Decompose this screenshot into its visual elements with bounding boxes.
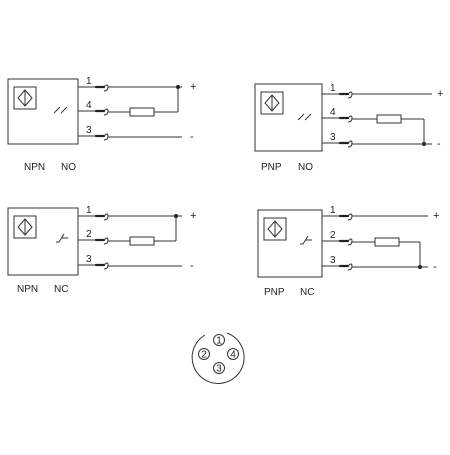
negative-terminal-label: - <box>190 131 194 143</box>
negative-terminal-label: - <box>433 261 437 273</box>
positive-terminal-label: + <box>437 88 443 100</box>
switch-no-icon <box>297 113 312 121</box>
output-type-caption: PNP <box>264 287 285 298</box>
sensor-body <box>7 207 79 276</box>
switch-nc-icon <box>300 235 312 245</box>
diagram-npn-no: 1 4 3 + - NPN NO <box>7 76 196 173</box>
pin-label: 3 <box>330 255 336 266</box>
output-type-caption: NPN <box>24 162 45 173</box>
pin-label: 1 <box>86 205 92 216</box>
pin-label: 4 <box>86 100 92 111</box>
negative-terminal-label: - <box>190 260 194 272</box>
switch-no-icon <box>53 106 68 114</box>
switch-mode-caption: NO <box>61 162 76 173</box>
sensor-symbol-icon <box>13 215 37 239</box>
load-resistor <box>374 237 400 247</box>
negative-terminal-label: - <box>437 138 441 150</box>
connector-pin-label: 1 <box>216 336 222 347</box>
sensor-symbol-icon <box>260 91 284 115</box>
pin-label: 2 <box>86 229 92 240</box>
pin-label: 3 <box>330 132 336 143</box>
load-resistor <box>129 236 155 246</box>
pin-label: 1 <box>330 205 336 216</box>
switch-nc-icon <box>56 233 68 243</box>
pin-label: 4 <box>330 107 336 118</box>
connector-pin-label: 2 <box>201 350 207 361</box>
load-resistor <box>376 114 402 124</box>
output-type-caption: PNP <box>261 162 282 173</box>
pin-label: 1 <box>330 83 336 94</box>
sensor-body <box>7 78 79 145</box>
switch-mode-caption: NC <box>54 284 68 295</box>
switch-mode-caption: NC <box>300 287 314 298</box>
connector-pinout: 1 2 4 3 <box>191 332 245 384</box>
sensor-symbol-icon <box>263 217 287 241</box>
sensor-symbol-icon <box>13 86 37 110</box>
switch-mode-caption: NO <box>298 162 313 173</box>
sensor-body <box>254 83 323 152</box>
pin-label: 2 <box>330 230 336 241</box>
connector-pin-label: 3 <box>216 364 222 375</box>
positive-terminal-label: + <box>433 210 439 222</box>
sensor-body <box>257 209 323 278</box>
diagram-pnp-no: 1 4 3 + - PNP NO <box>254 83 443 173</box>
load-resistor <box>129 107 155 117</box>
pin-label: 1 <box>86 76 92 87</box>
pin-label: 3 <box>86 125 92 136</box>
connector-pin-label: 4 <box>230 350 236 361</box>
diagram-npn-nc: 1 2 3 + - NPN NC <box>7 205 196 295</box>
output-type-caption: NPN <box>17 284 38 295</box>
positive-terminal-label: + <box>190 210 196 222</box>
diagram-pnp-nc: 1 2 3 + - PNP NC <box>257 205 439 298</box>
pin-label: 3 <box>86 254 92 265</box>
connector-outline <box>191 332 245 384</box>
positive-terminal-label: + <box>190 81 196 93</box>
